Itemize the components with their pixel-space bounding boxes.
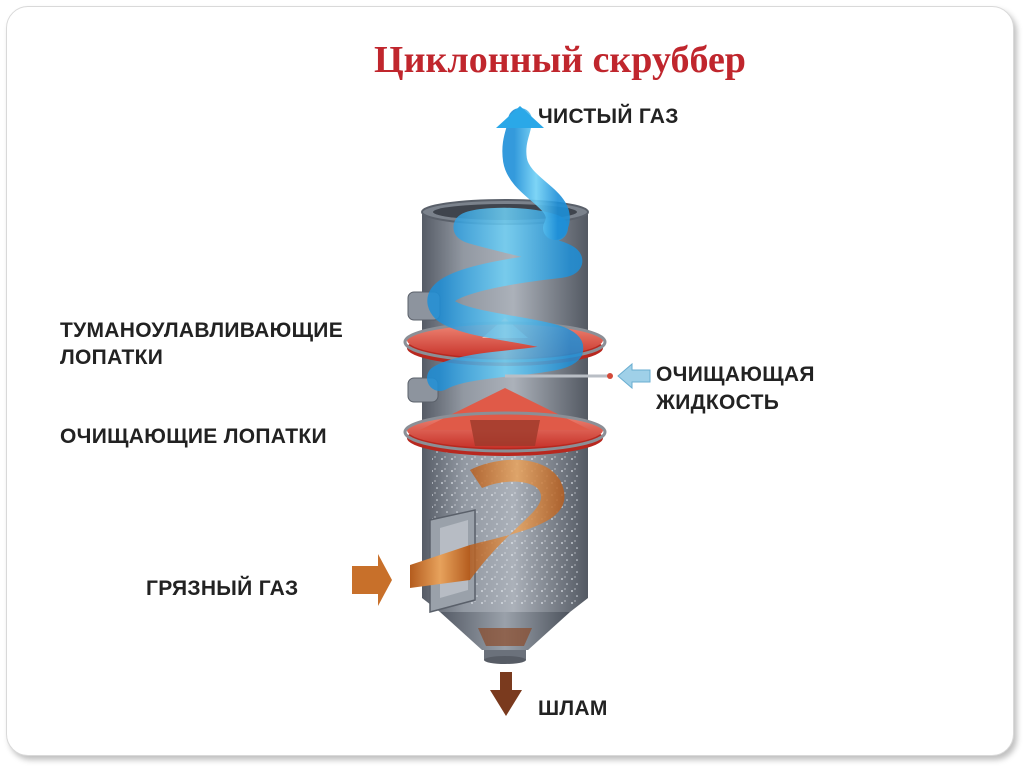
cleaning-blades [403,388,607,456]
label-mist-blades-line2: ЛОПАТКИ [60,346,164,369]
page-title: Циклонный скруббер [374,39,746,81]
label-cleaning-liquid-line2: ЖИДКОСТЬ [656,391,780,414]
label-clean-gas: ЧИСТЫЙ ГАЗ [538,105,679,128]
cleaning-liquid-inlet [505,362,651,390]
label-cleaning-liquid-line1: ОЧИЩАЮЩАЯ [656,363,815,386]
label-sludge: ШЛАМ [538,697,608,720]
clean-gas-flow [427,106,583,391]
label-dirty-gas: ГРЯЗНЫЙ ГАЗ [146,577,299,600]
dirty-gas-arrow [352,554,392,606]
label-cleaning-blades: ОЧИЩАЮЩИЕ ЛОПАТКИ [60,425,327,448]
label-mist-blades-line1: ТУМАНОУЛАВЛИВАЮЩИЕ [60,319,344,342]
dirty-gas-flow [410,459,565,588]
sludge-arrow [490,672,522,716]
